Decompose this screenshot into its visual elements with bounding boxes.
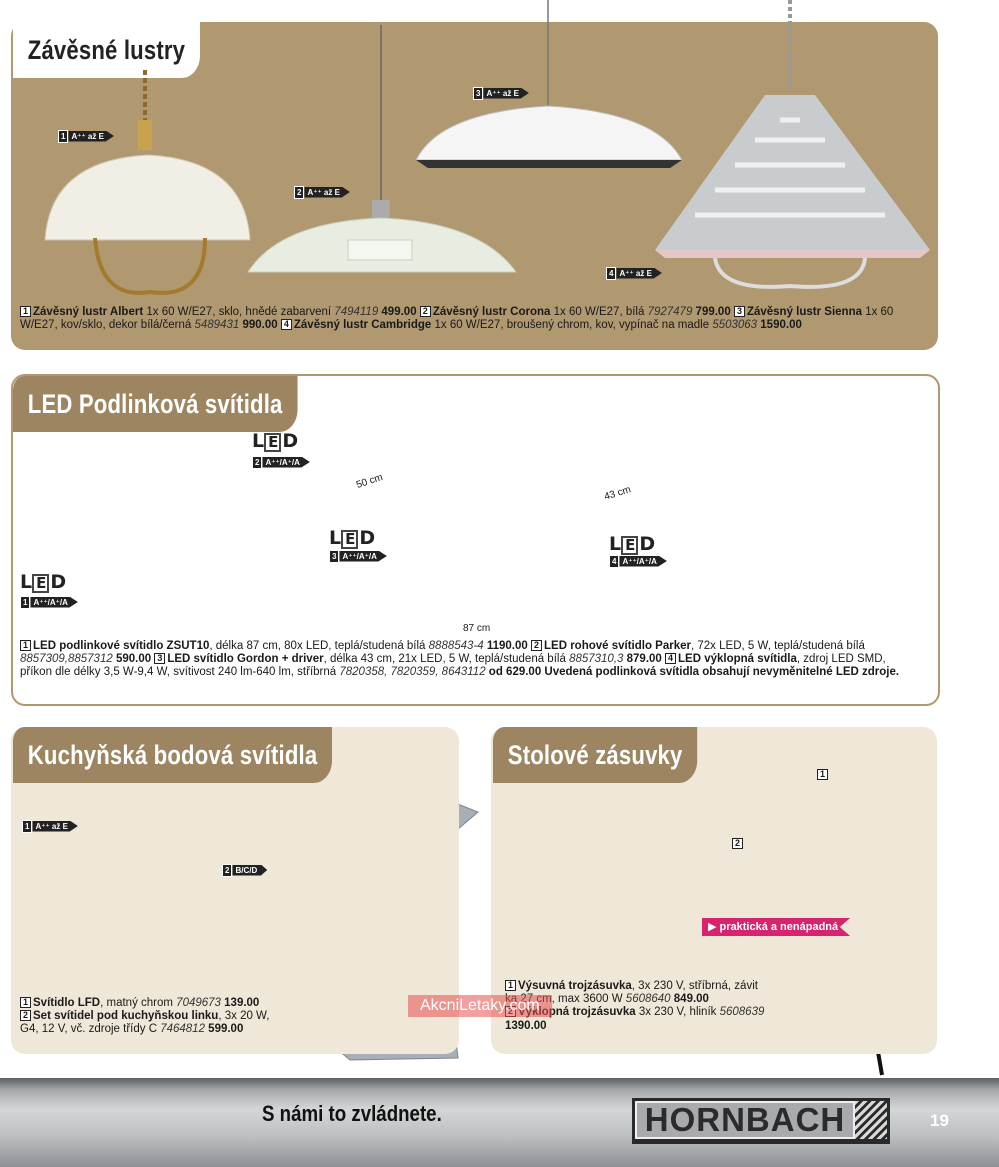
- footer-slogan: S námi to zvládnete.: [262, 1101, 442, 1126]
- lamp-cambridge-image: [655, 0, 930, 289]
- dimension-87cm: 87 cm: [460, 623, 494, 634]
- kuchyn-title: Kuchyňská bodová svítidla: [13, 727, 333, 783]
- socket-label-1: 1: [817, 769, 829, 780]
- hornbach-logo: HORNBACH: [632, 1098, 890, 1144]
- lamp-corona-image: [247, 25, 517, 273]
- lamp-sienna-image: [415, 0, 683, 168]
- hornbach-stripes-icon: [855, 1101, 887, 1139]
- lustry-title: Závěsné lustry: [13, 22, 200, 78]
- led-title: LED Podlinková svítidla: [13, 376, 298, 432]
- page-number: 19: [930, 1111, 949, 1130]
- hornbach-logo-text: HORNBACH: [635, 1101, 855, 1139]
- lamp-albert-image: [44, 70, 251, 295]
- practical-badge: ▶ praktická a nenápadná: [702, 918, 851, 936]
- zasuvky-title: Stolové zásuvky: [493, 727, 698, 783]
- watermark: AkcniLetaky.com: [408, 995, 552, 1017]
- socket-label-2: 2: [732, 838, 744, 849]
